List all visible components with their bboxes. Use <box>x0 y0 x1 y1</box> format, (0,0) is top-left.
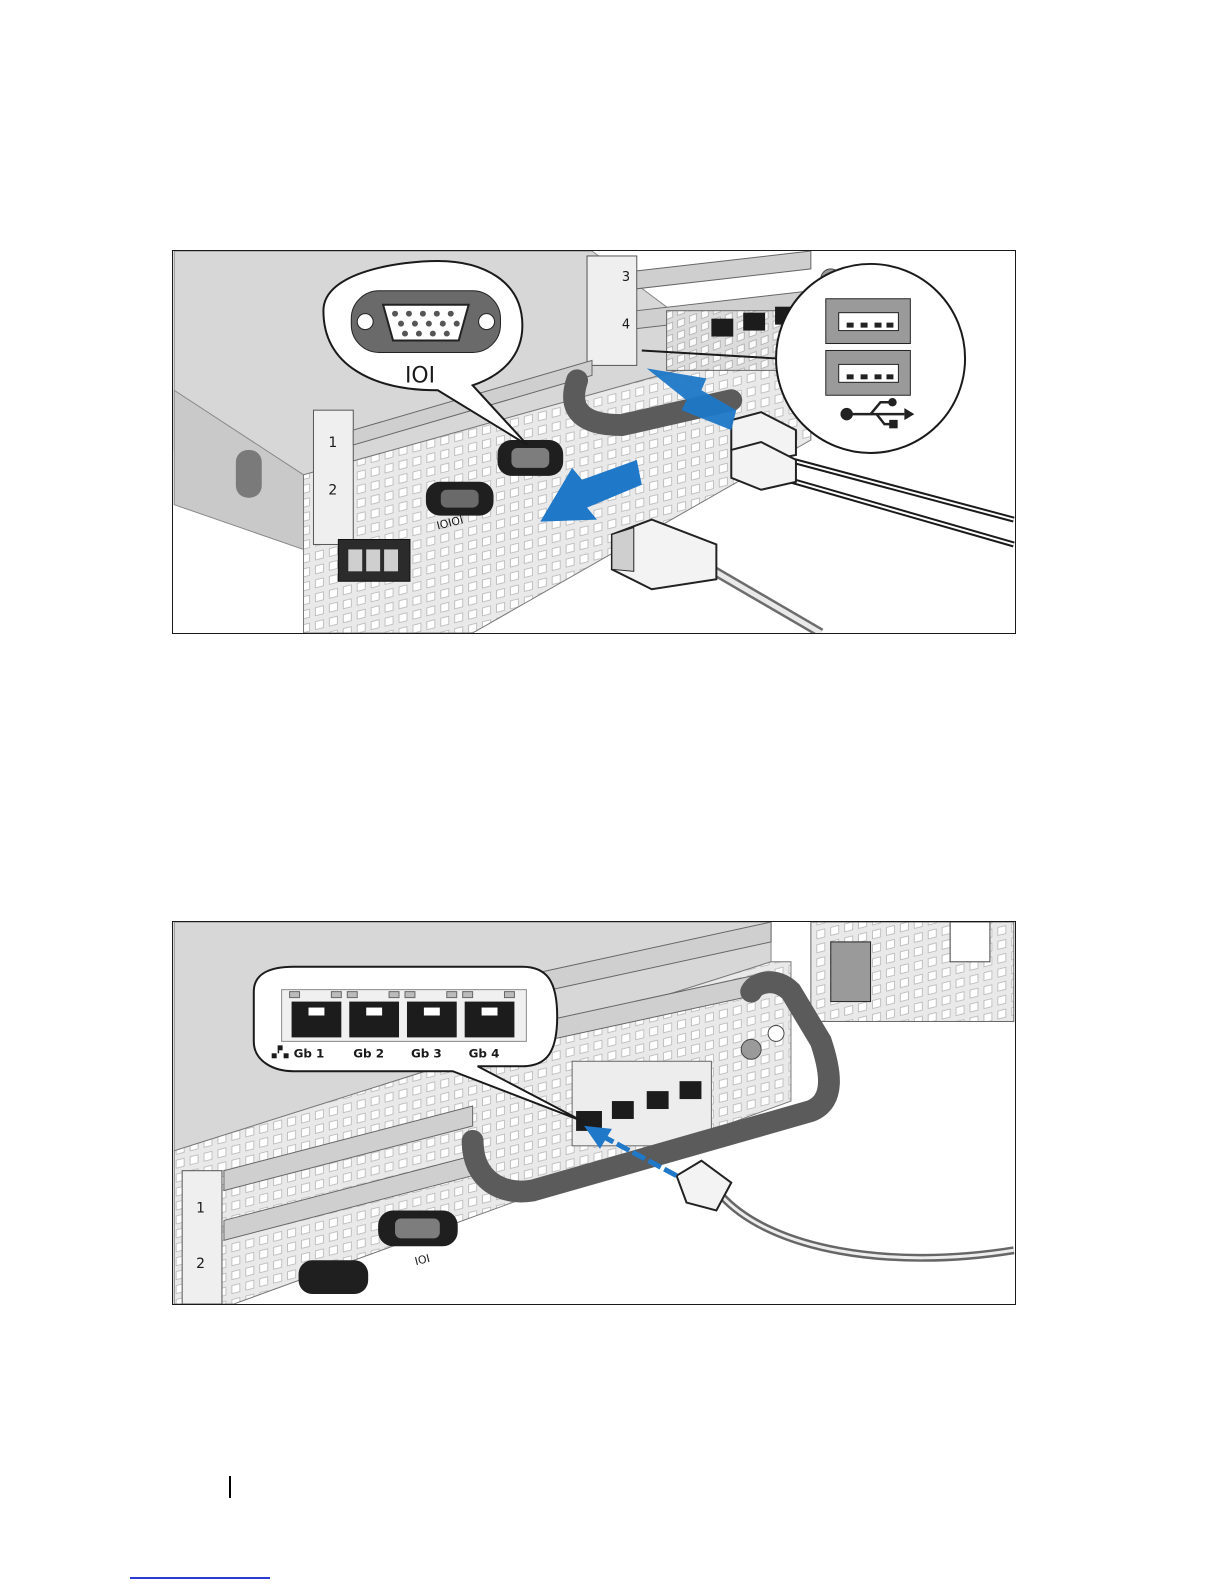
vga-symbol-label: IOI <box>405 363 435 388</box>
footer-link-underline[interactable] <box>130 1577 270 1579</box>
nic-label-gb1: Gb 1 <box>294 1046 325 1060</box>
slot-number-2: 2 <box>328 483 337 499</box>
nic-port-gb4 <box>680 1081 702 1099</box>
vga-usb-illustration: 1 2 3 4 IOIOI <box>173 251 1015 633</box>
nic-port <box>743 313 765 331</box>
slot-bracket <box>182 1171 222 1304</box>
chassis-handle-icon <box>236 450 262 498</box>
nic-port <box>711 319 733 337</box>
network-illustration: 1 2 IOI <box>173 922 1015 1304</box>
slot-number-4: 4 <box>622 318 630 333</box>
slot-number-1: 1 <box>196 1200 205 1216</box>
nic-label-gb4: Gb 4 <box>469 1046 500 1060</box>
slot-number-3: 3 <box>622 270 630 285</box>
slot-bracket <box>313 410 353 544</box>
slot-number-2: 2 <box>196 1256 205 1272</box>
figure-connect-network: 1 2 IOI <box>172 921 1016 1305</box>
vga-symbol-label: IOI <box>414 1252 432 1268</box>
page-margin-marker <box>229 1476 231 1498</box>
slot-number-1: 1 <box>328 435 337 451</box>
power-connector <box>831 942 871 1002</box>
nic-port-gb2 <box>612 1101 634 1119</box>
figure-connect-vga-usb: 1 2 3 4 IOIOI <box>172 250 1016 634</box>
nic-label-gb3: Gb 3 <box>411 1046 442 1060</box>
nic-label-gb2: Gb 2 <box>353 1046 384 1060</box>
nic-port-gb3 <box>647 1091 669 1109</box>
